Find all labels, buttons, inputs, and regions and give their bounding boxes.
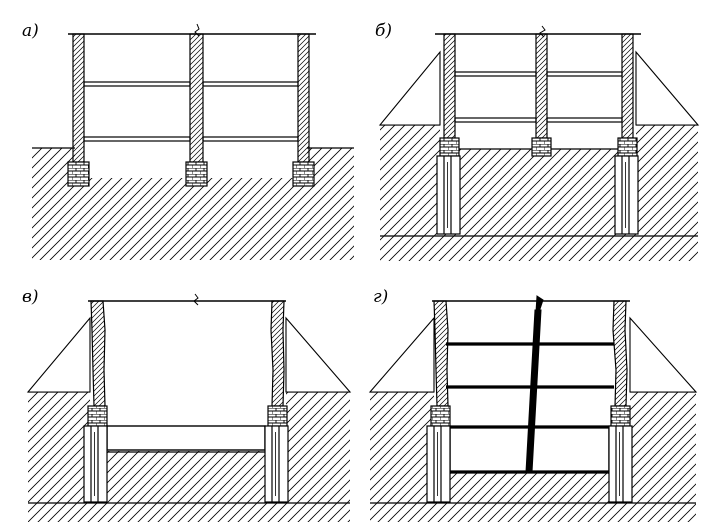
footing-left-a <box>67 161 90 187</box>
footing-left-b <box>439 137 460 157</box>
embankment-left-v <box>26 316 91 393</box>
pile-left-g <box>426 425 451 503</box>
wall-middle-b <box>535 33 548 139</box>
panel-label-a: а) <box>22 21 39 41</box>
wall-right-g <box>612 300 628 407</box>
panel-b: б) <box>375 21 700 261</box>
embankment-right-b <box>635 50 700 126</box>
wall-left-v <box>90 300 106 407</box>
embankment-left-b <box>378 50 441 126</box>
wall-middle-a <box>189 33 204 163</box>
embankment-right-v <box>285 316 352 393</box>
wall-right-a <box>297 33 310 163</box>
embankment-left-g <box>368 316 435 393</box>
crack-v <box>193 293 199 306</box>
footing-left-g <box>430 405 451 427</box>
footing-right-b <box>617 137 638 157</box>
sealed-crack-g <box>525 295 544 473</box>
pile-right-v <box>264 425 289 503</box>
footing-right-v <box>267 405 288 427</box>
pile-left-v <box>83 425 108 503</box>
pile-right-g <box>608 425 633 503</box>
footing-right-a <box>292 161 315 187</box>
panel-g: г) <box>368 287 698 522</box>
wall-left-a <box>72 33 85 163</box>
wall-left-g <box>433 300 449 407</box>
crack-b <box>539 25 546 38</box>
crack-a <box>194 23 200 37</box>
pile-left-b <box>436 155 461 235</box>
panel-a: а) <box>22 21 354 260</box>
embankment-right-g <box>629 316 698 393</box>
new-beam-v <box>106 425 266 451</box>
panel-label-v: в) <box>22 287 39 307</box>
panel-v: в) <box>22 287 352 522</box>
footing-right-g <box>610 405 631 427</box>
footing-middle-a <box>185 161 208 187</box>
wall-right-v <box>270 300 285 407</box>
footing-middle-b <box>531 137 552 157</box>
wall-right-b <box>621 33 634 139</box>
panel-label-b: б) <box>375 21 392 41</box>
pile-right-b <box>614 155 639 235</box>
wall-left-b <box>443 33 456 139</box>
panel-label-g: г) <box>373 287 388 307</box>
footing-left-v <box>87 405 108 427</box>
